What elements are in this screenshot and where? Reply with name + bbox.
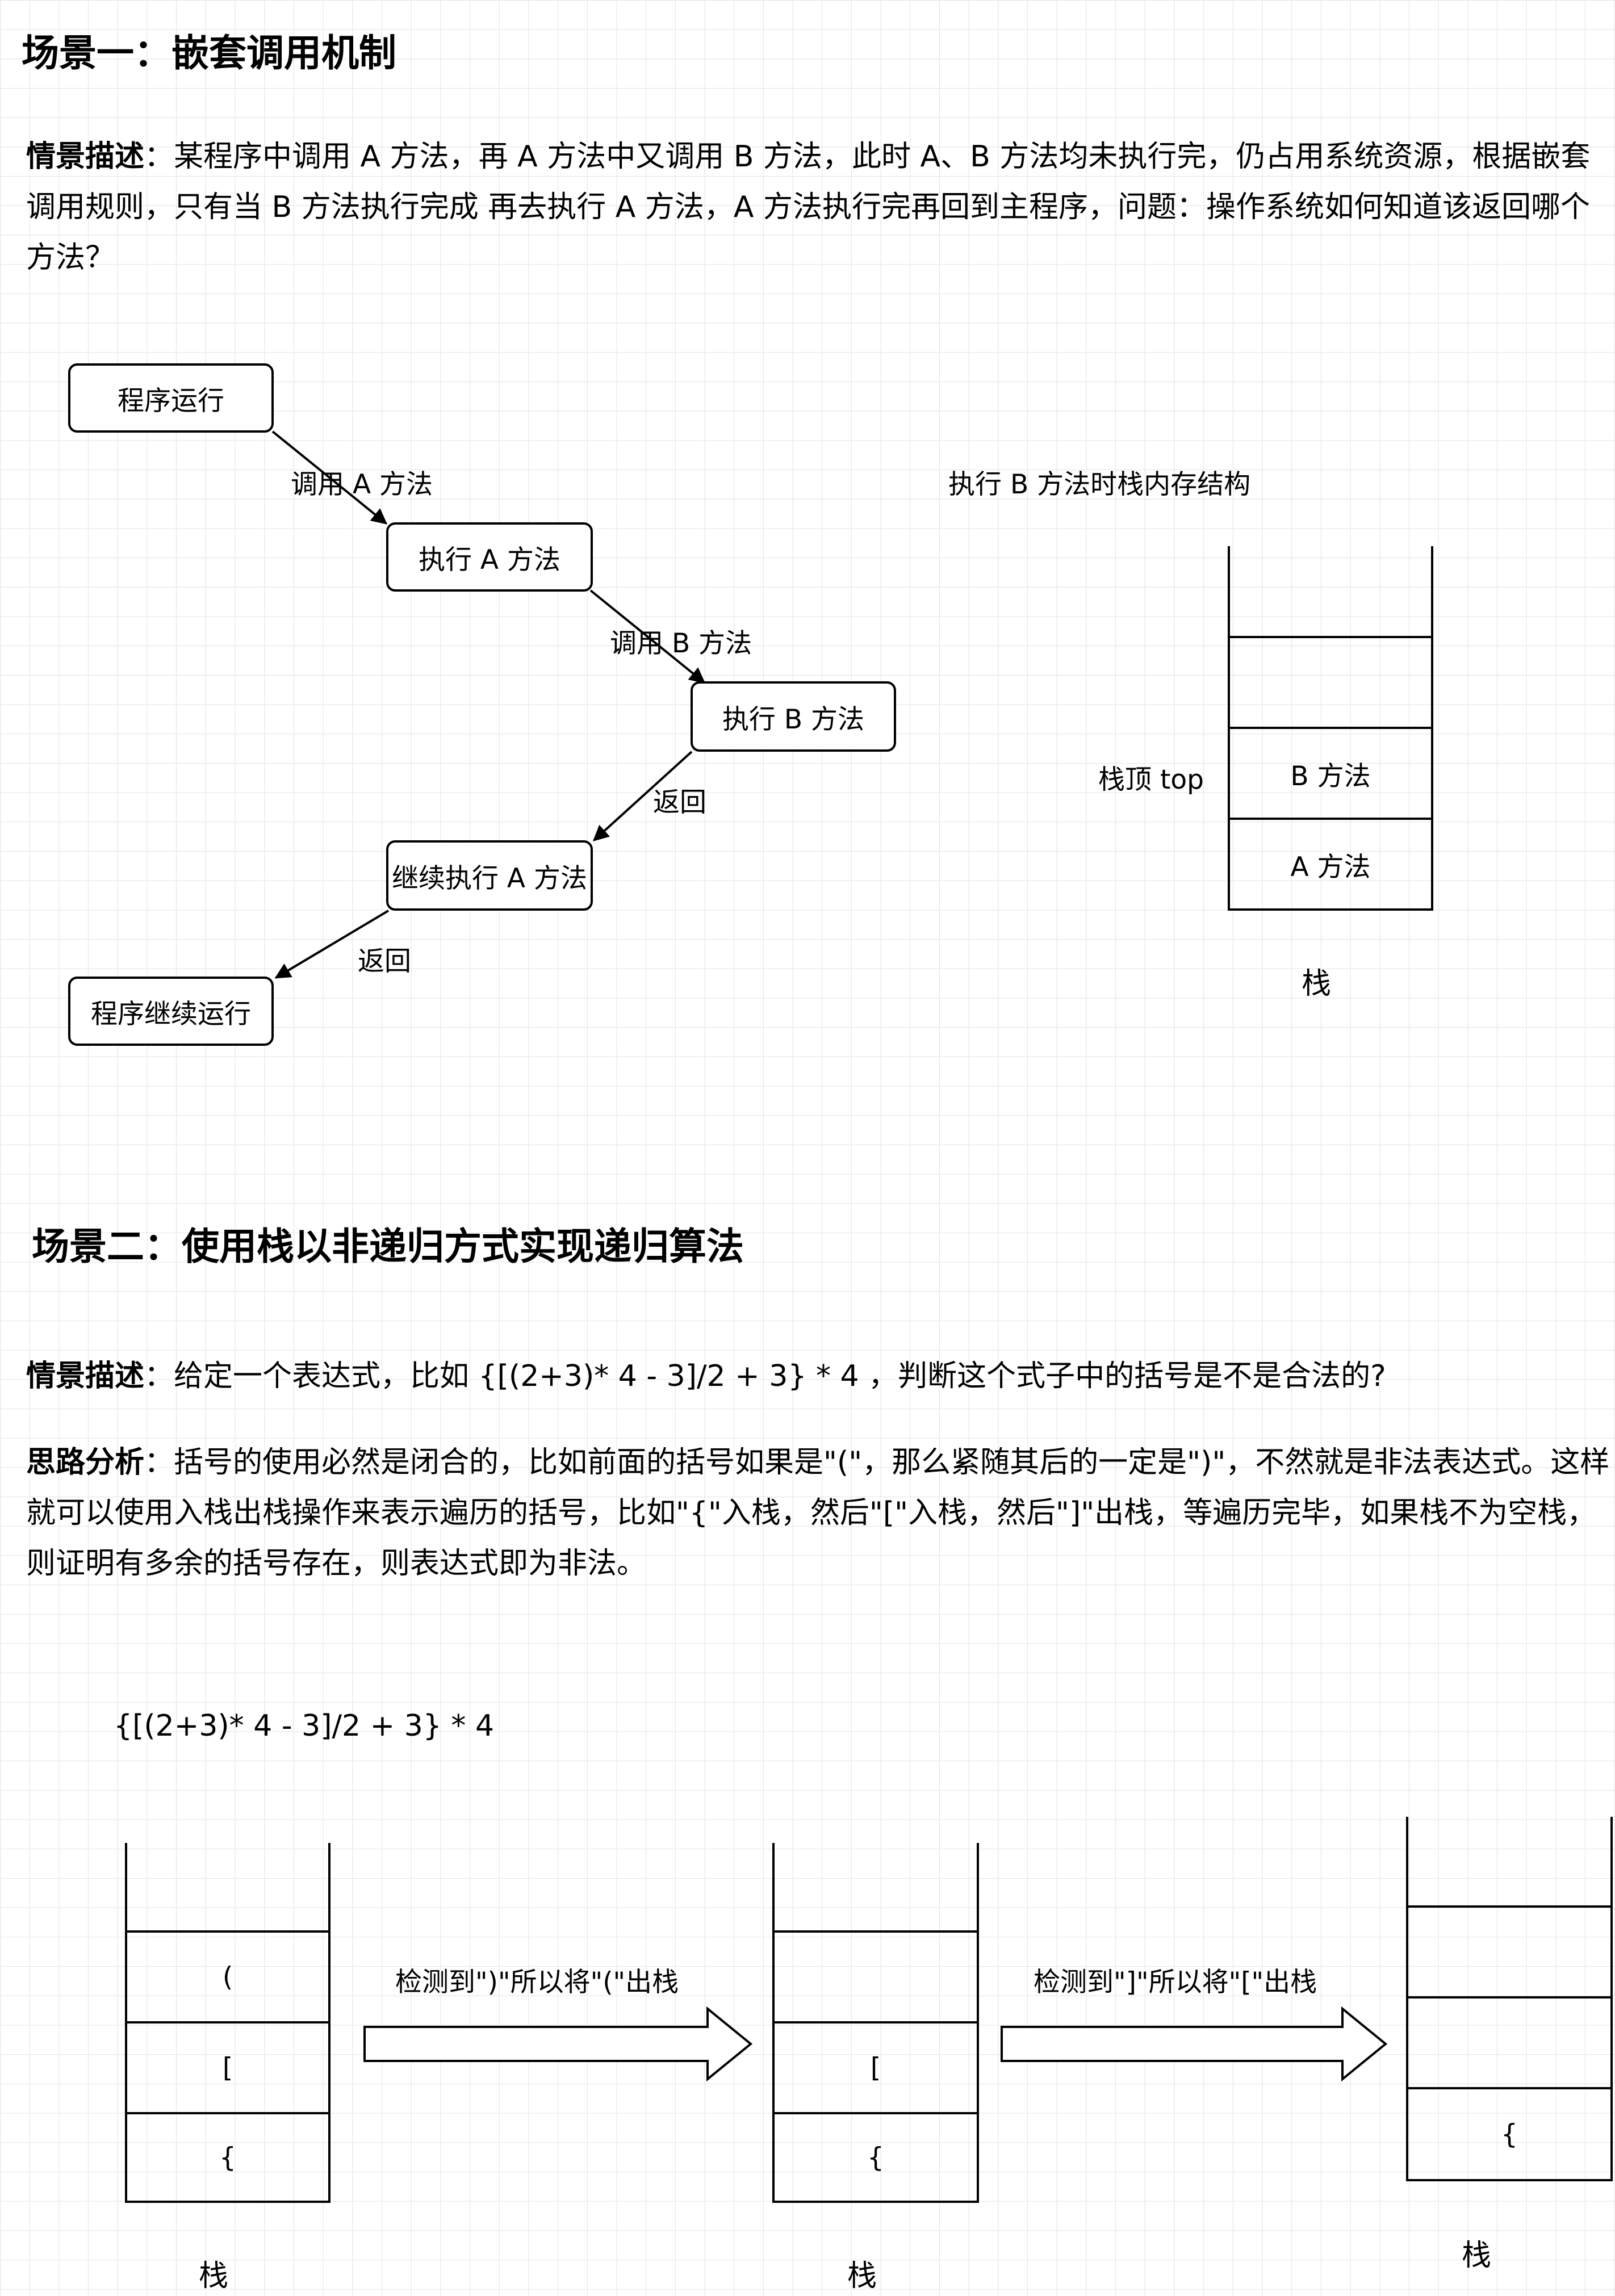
arrow-2-shape <box>1001 2006 1388 2082</box>
node-continue-a: 继续执行 A 方法 <box>386 840 593 911</box>
edge-call-b-line <box>589 589 706 684</box>
stack-2-cell <box>773 1843 978 1932</box>
scene1-stack-cell <box>1229 546 1432 637</box>
stack-2-caption: 栈 <box>847 2259 877 2293</box>
node-program-continue: 程序继续运行 <box>68 977 274 1046</box>
scene2-analysis-text: ：括号的使用必然是闭合的，比如前面的括号如果是"("，那么紧随其后的一定是")"… <box>26 1446 1610 1581</box>
stack-3-cell: { <box>1501 2118 1518 2150</box>
stack-1-cell: [ <box>222 2052 233 2084</box>
arrow-2-label: 检测到"]"所以将"["出栈 <box>1034 1967 1317 1998</box>
stack-2-lines <box>772 1843 979 2203</box>
edge-return-2-line <box>274 910 390 979</box>
edge-call-a-line <box>271 430 388 525</box>
arrow-1-label: 检测到")"所以将"("出栈 <box>395 1967 679 1998</box>
stack-1-lines <box>125 1843 330 2203</box>
scene1-stack-caption: 栈 <box>1302 967 1332 1001</box>
edge-label-return-2: 返回 <box>358 946 411 977</box>
scene1-stack-cell: A 方法 <box>1290 851 1371 883</box>
node-execute-a: 执行 A 方法 <box>386 522 593 592</box>
stack-2-cell <box>773 1932 978 2022</box>
node-execute-b: 执行 B 方法 <box>691 681 896 752</box>
expression-text: {[(2+3)* 4 - 3]/2 + 3} * 4 <box>114 1709 495 1743</box>
edge-label-return-1: 返回 <box>653 787 706 818</box>
edge-return-1-line <box>592 751 693 841</box>
scene2-desc-label: 情景描述 <box>26 1359 145 1393</box>
stack-2-cell: { <box>867 2142 884 2173</box>
stack-3-cell <box>1407 1997 1612 2088</box>
scene1-description: 情景描述：某程序中调用 A 方法，再 A 方法中又调用 B 方法，此时 A、B … <box>26 132 1615 283</box>
scene2-title: 场景二：使用栈以非递归方式实现递归算法 <box>32 1225 744 1268</box>
edge-label-call-b: 调用 B 方法 <box>610 628 752 659</box>
scene2-desc-text: ：给定一个表达式，比如 {[(2+3)* 4 - 3]/2 + 3} * 4 ，… <box>144 1359 1386 1393</box>
scene1-desc-label: 情景描述 <box>26 140 145 174</box>
scene1-stack-lines <box>1228 546 1433 911</box>
node-program-run: 程序运行 <box>68 363 274 433</box>
scene1-stack-title: 执行 B 方法时栈内存结构 <box>948 469 1251 500</box>
stack-top-label: 栈顶 top <box>1098 764 1204 795</box>
scene2-analysis-label: 思路分析 <box>26 1446 145 1480</box>
edge-label-call-a: 调用 A 方法 <box>291 469 433 500</box>
stack-3-caption: 栈 <box>1462 2239 1492 2273</box>
stack-1-cell <box>126 1843 329 1932</box>
stack-1-caption: 栈 <box>199 2259 229 2293</box>
scene1-desc-text: ：某程序中调用 A 方法，再 A 方法中又调用 B 方法，此时 A、B 方法均未… <box>26 140 1591 275</box>
scene1-stack-cell: B 方法 <box>1290 760 1371 792</box>
stack-3-lines <box>1406 1817 1613 2181</box>
scene1-stack-cell <box>1229 637 1432 728</box>
stack-1-cell: ( <box>222 1961 233 1993</box>
scene2-analysis: 思路分析：括号的使用必然是闭合的，比如前面的括号如果是"("，那么紧随其后的一定… <box>26 1438 1615 1589</box>
scene1-title: 场景一：嵌套调用机制 <box>22 31 396 75</box>
scene2-description: 情景描述：给定一个表达式，比如 {[(2+3)* 4 - 3]/2 + 3} *… <box>26 1351 1615 1402</box>
stack-1-cell: { <box>219 2142 236 2173</box>
arrow-1-shape <box>363 2006 753 2082</box>
stack-3-cell <box>1407 1907 1612 1997</box>
stack-2-cell: [ <box>870 2052 881 2084</box>
